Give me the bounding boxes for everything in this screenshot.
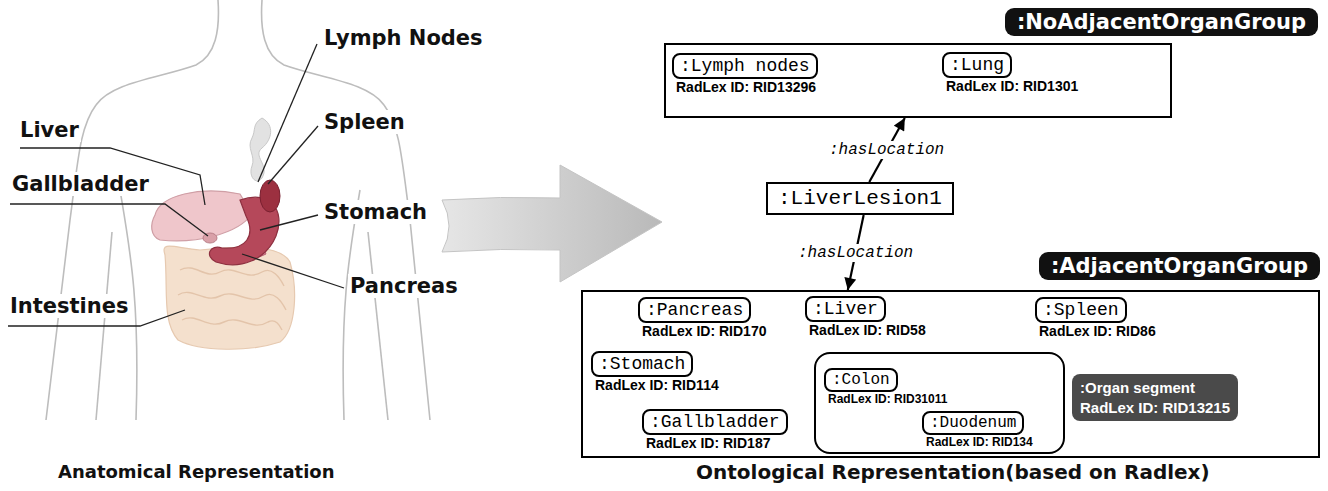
organ-label: Intestines <box>8 294 130 318</box>
group-title: :NoAdjacentOrganGroup <box>1017 10 1306 34</box>
organ-name: :Spleen <box>1043 300 1119 320</box>
radlex-id: RadLex ID: RID86 <box>1039 323 1156 339</box>
organ-box: :DuodenumRadLex ID: RID134 <box>922 411 1024 435</box>
organ-name: :Gallbladder <box>650 412 780 432</box>
organ-label: Liver <box>18 118 81 142</box>
body-contour <box>368 232 388 420</box>
organ-label: Pancreas <box>348 274 460 298</box>
organ-name: :Stomach <box>599 354 685 374</box>
organ-box: :Lymph nodesRadLex ID: RID13296 <box>672 53 818 79</box>
radlex-id: RadLex ID: RID170 <box>642 323 766 339</box>
intestine-loop <box>178 292 286 310</box>
radlex-id: RadLex ID: RID58 <box>809 322 926 338</box>
body-outline <box>46 0 430 420</box>
organ-name: :Duodenum <box>930 414 1016 432</box>
organ-box: :LiverRadLex ID: RID58 <box>805 296 886 322</box>
section-caption: Anatomical Representation <box>56 461 337 482</box>
leader-line <box>260 215 318 230</box>
organ-name: :Lung <box>950 55 1004 75</box>
intestine-loop <box>182 318 282 330</box>
segment-tag: :Organ segmentRadLex ID: RID13215 <box>1072 374 1238 421</box>
intestine-loop <box>180 268 284 286</box>
group-tag: :AdjacentOrganGroup <box>1039 252 1320 280</box>
organ-label: Lymph Nodes <box>322 26 485 50</box>
organ-label: Stomach <box>322 200 429 224</box>
section-caption: Ontological Representation(based on Radl… <box>694 460 1212 484</box>
group-box: :NoAdjacentOrganGroup:Lymph nodesRadLex … <box>664 43 1172 118</box>
lymph-structure <box>250 118 271 181</box>
radlex-id: RadLex ID: RID134 <box>926 435 1033 449</box>
leader-line <box>242 254 344 288</box>
instance-box: :LiverLesion1 <box>766 182 954 215</box>
group-box: :AdjacentOrganGroup:PancreasRadLex ID: R… <box>581 290 1320 458</box>
organ-name: :Lymph nodes <box>680 56 810 76</box>
organ-box: :GallbladderRadLex ID: RID187 <box>642 409 788 435</box>
organ-box: :LungRadLex ID: RID1301 <box>942 52 1012 78</box>
leader-lines <box>8 44 344 326</box>
segment-title: :Organ segment <box>1080 378 1230 398</box>
intestine-loops <box>178 268 286 330</box>
organ-box: :SpleenRadLex ID: RID86 <box>1035 297 1127 323</box>
organ-label: Gallbladder <box>10 172 151 196</box>
body-contour <box>262 0 430 420</box>
radlex-id: RadLex ID: RID13296 <box>676 79 816 95</box>
radlex-id: RadLex ID: RID1301 <box>946 78 1078 94</box>
segment-box: :Organ segmentRadLex ID: RID13215:ColonR… <box>814 352 1065 454</box>
leader-line <box>10 204 208 236</box>
liver-shape <box>152 191 252 241</box>
organ-label: Spleen <box>322 110 407 134</box>
radlex-id: RadLex ID: RID31011 <box>828 392 947 406</box>
relation-label: :hasLocation <box>795 244 916 262</box>
instance-name: :LiverLesion1 <box>778 187 942 210</box>
transform-arrow <box>442 165 662 282</box>
organ-box: :PancreasRadLex ID: RID170 <box>638 297 751 323</box>
organ-box: :StomachRadLex ID: RID114 <box>591 351 693 377</box>
leader-line <box>268 126 318 184</box>
radlex-id: RadLex ID: RID114 <box>595 377 719 393</box>
relation-label: :hasLocation <box>826 141 947 159</box>
group-tag: :NoAdjacentOrganGroup <box>1005 8 1318 36</box>
organ-name: :Liver <box>813 299 878 319</box>
spleen-shape <box>260 180 280 212</box>
radlex-id: RadLex ID: RID13215 <box>1080 398 1230 418</box>
organ-name: :Colon <box>832 371 890 389</box>
group-title: :AdjacentOrganGroup <box>1051 254 1308 278</box>
organ-name: :Pancreas <box>646 300 743 320</box>
body-contour <box>343 190 360 420</box>
radlex-id: RadLex ID: RID187 <box>646 435 770 451</box>
organ-box: :ColonRadLex ID: RID31011 <box>824 368 898 392</box>
